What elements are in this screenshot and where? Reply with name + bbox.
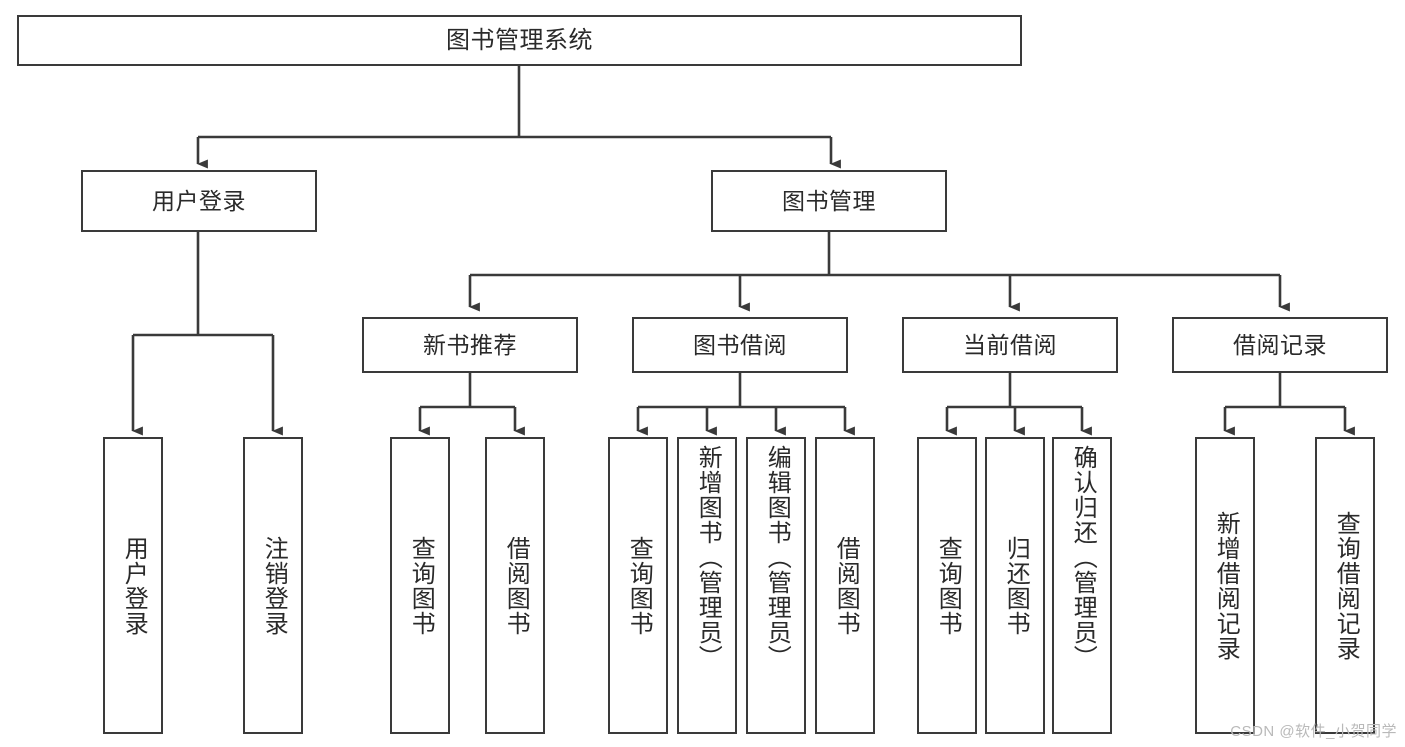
- node-root[interactable]: 图书管理系统: [17, 15, 1022, 66]
- watermark: CSDN @软件_小贺同学: [1230, 723, 1397, 740]
- node-book-borrow-label: 图书借阅: [693, 331, 787, 358]
- node-leaf-query-book-2-label: 查询图书: [625, 535, 653, 636]
- node-new-book-recommend-label: 新书推荐: [423, 331, 517, 358]
- node-leaf-confirm-return[interactable]: 确认归还（管理员）: [1052, 437, 1112, 734]
- node-leaf-query-book-2[interactable]: 查询图书: [608, 437, 668, 734]
- node-leaf-query-book-1[interactable]: 查询图书: [390, 437, 450, 734]
- node-leaf-borrow-book-2[interactable]: 借阅图书: [815, 437, 875, 734]
- node-leaf-add-book-label: 新增图书（管理员）: [694, 445, 722, 670]
- node-leaf-query-book-3[interactable]: 查询图书: [917, 437, 977, 734]
- node-leaf-user-login[interactable]: 用户登录: [103, 437, 163, 734]
- node-user-login-label: 用户登录: [152, 187, 246, 214]
- node-leaf-confirm-return-label: 确认归还（管理员）: [1069, 445, 1097, 670]
- node-book-borrow[interactable]: 图书借阅: [632, 317, 848, 373]
- node-leaf-logout-login-label: 注销登录: [260, 535, 288, 636]
- node-borrow-record-label: 借阅记录: [1233, 331, 1327, 358]
- node-leaf-borrow-book-1[interactable]: 借阅图书: [485, 437, 545, 734]
- node-leaf-return-book-label: 归还图书: [1002, 535, 1030, 636]
- node-leaf-add-record[interactable]: 新增借阅记录: [1195, 437, 1255, 734]
- node-leaf-logout-login[interactable]: 注销登录: [243, 437, 303, 734]
- node-user-login[interactable]: 用户登录: [81, 170, 317, 232]
- node-leaf-add-record-label: 新增借阅记录: [1212, 510, 1240, 661]
- node-leaf-return-book[interactable]: 归还图书: [985, 437, 1045, 734]
- node-leaf-query-book-3-label: 查询图书: [934, 535, 962, 636]
- node-new-book-recommend[interactable]: 新书推荐: [362, 317, 578, 373]
- node-leaf-query-book-1-label: 查询图书: [407, 535, 435, 636]
- node-leaf-query-record[interactable]: 查询借阅记录: [1315, 437, 1375, 734]
- node-book-management[interactable]: 图书管理: [711, 170, 947, 232]
- node-leaf-user-login-label: 用户登录: [120, 535, 148, 636]
- node-leaf-query-record-label: 查询借阅记录: [1332, 510, 1360, 661]
- node-current-borrow[interactable]: 当前借阅: [902, 317, 1118, 373]
- node-leaf-add-book[interactable]: 新增图书（管理员）: [677, 437, 737, 734]
- node-current-borrow-label: 当前借阅: [963, 331, 1057, 358]
- node-leaf-edit-book-label: 编辑图书（管理员）: [763, 445, 791, 670]
- node-leaf-borrow-book-1-label: 借阅图书: [502, 535, 530, 636]
- node-root-label: 图书管理系统: [446, 26, 593, 54]
- node-leaf-edit-book[interactable]: 编辑图书（管理员）: [746, 437, 806, 734]
- node-book-management-label: 图书管理: [782, 187, 876, 214]
- node-leaf-borrow-book-2-label: 借阅图书: [832, 535, 860, 636]
- node-borrow-record[interactable]: 借阅记录: [1172, 317, 1388, 373]
